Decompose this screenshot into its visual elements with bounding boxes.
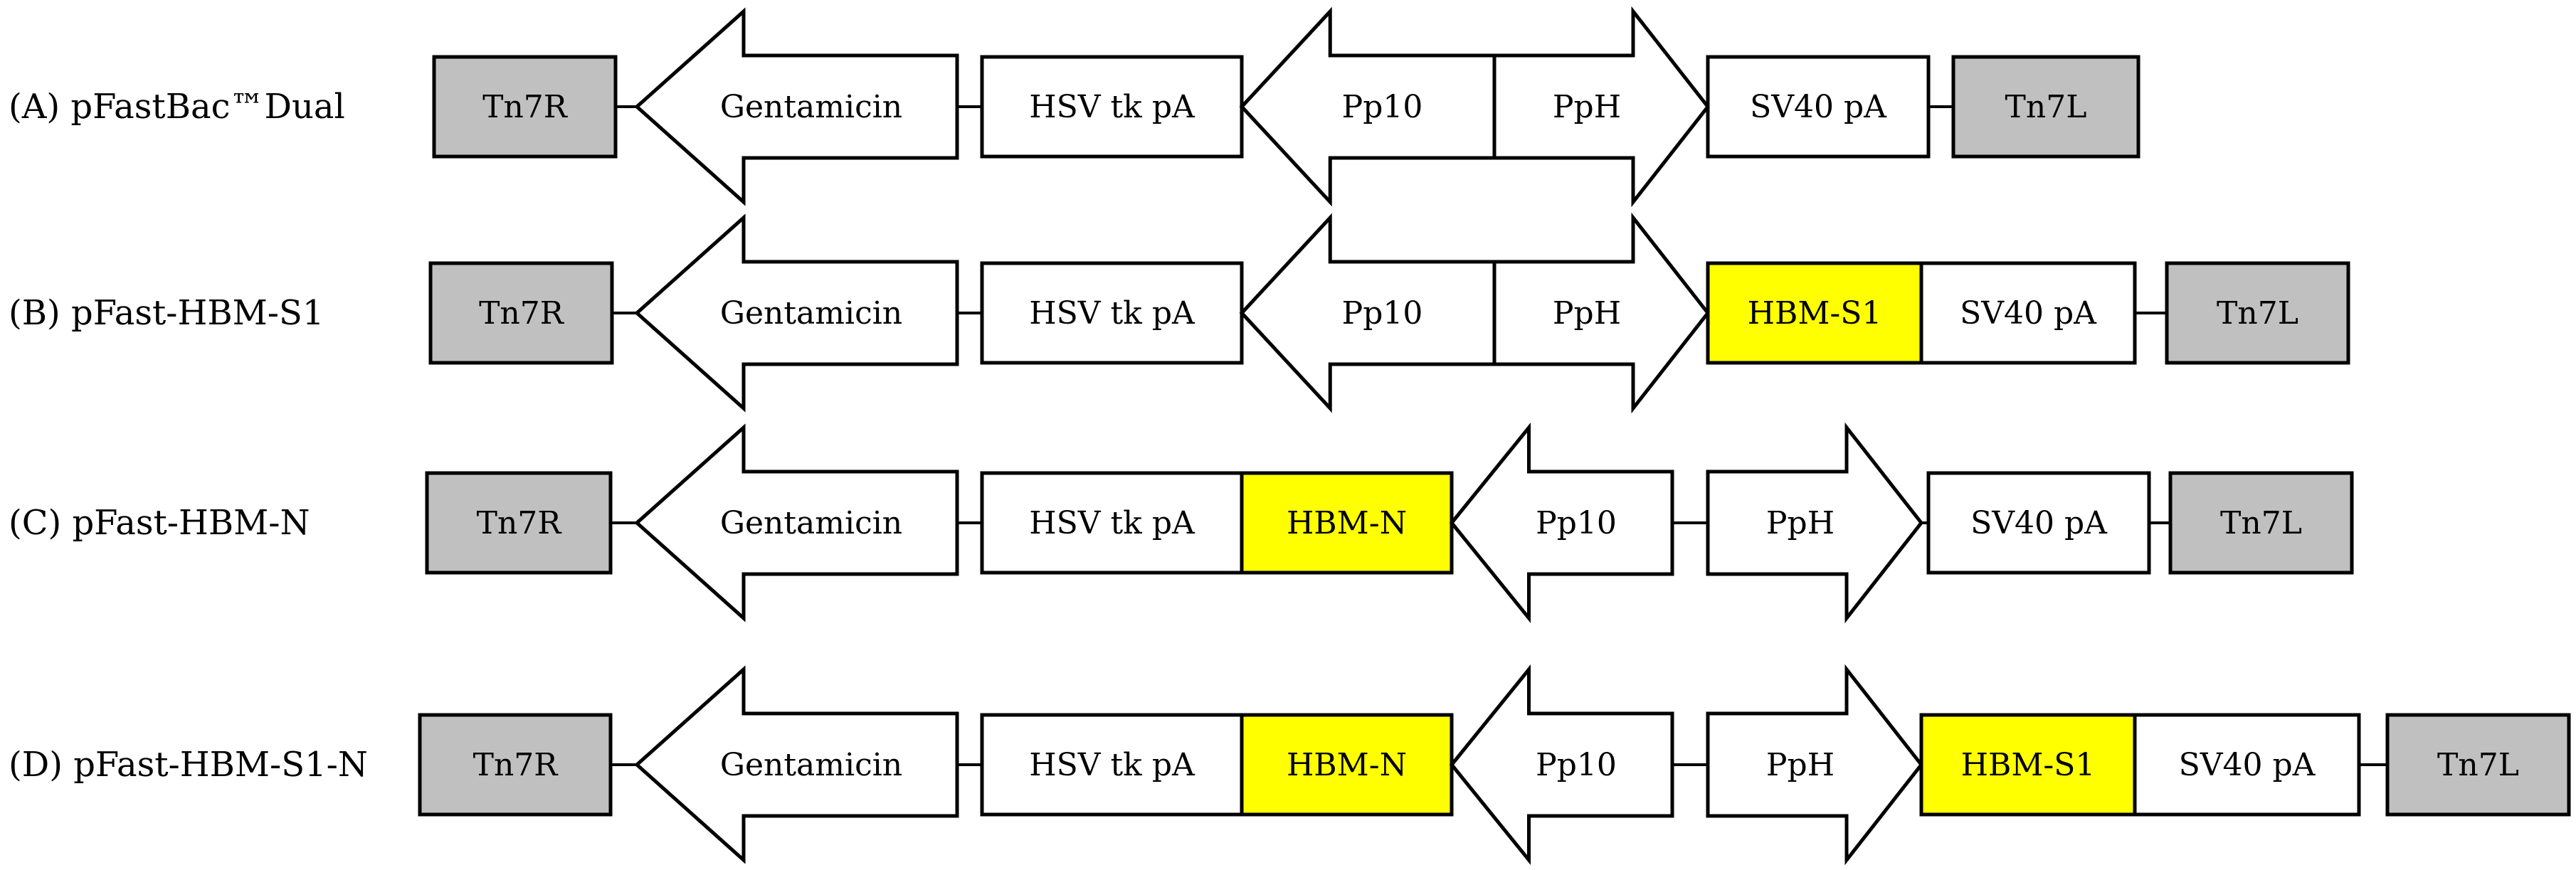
pp10-arrow bbox=[1449, 664, 1674, 866]
pph-label: PpH bbox=[1766, 505, 1835, 541]
gentamicin-arrow bbox=[634, 7, 959, 206]
sv40-pa-box bbox=[1919, 261, 2137, 365]
hbm-s1-box bbox=[1919, 713, 2137, 817]
hsv-tk-pa-label: HSV tk pA bbox=[1029, 747, 1195, 783]
gentamicin-arrow bbox=[634, 423, 959, 622]
pph-arrow bbox=[1706, 422, 1924, 624]
gentamicin-label: Gentamicin bbox=[720, 89, 902, 125]
construct-label: (A) pFastBac™Dual bbox=[9, 87, 345, 127]
tn7l-label: Tn7L bbox=[2005, 89, 2087, 125]
tn7l-box bbox=[2385, 713, 2571, 817]
pph-label: PpH bbox=[1766, 747, 1835, 783]
sv40-pa-box bbox=[1926, 471, 2151, 575]
pp10-label: Pp10 bbox=[1536, 747, 1617, 783]
pp10-label: Pp10 bbox=[1342, 89, 1423, 125]
hsv-tk-pa-box bbox=[980, 471, 1244, 575]
sv40-pa-label: SV40 pA bbox=[2179, 747, 2316, 783]
tn7r-box bbox=[425, 471, 613, 575]
hbm-n-label: HBM-N bbox=[1287, 747, 1407, 783]
hsv-tk-pa-label: HSV tk pA bbox=[1029, 505, 1195, 541]
construct-row-4: (D) pFast-HBM-S1-N Tn7R Gentamicin HSV tk p… bbox=[9, 664, 2571, 866]
gentamicin-label: Gentamicin bbox=[720, 747, 902, 783]
pp10-arrow bbox=[1449, 422, 1674, 624]
pph-arrow bbox=[1492, 6, 1711, 208]
construct-row-1: (A) pFastBac™Dual Tn7R Gentamicin HSV tk pA… bbox=[9, 6, 2140, 208]
tn7r-box bbox=[418, 713, 613, 817]
tn7r-label: Tn7R bbox=[479, 295, 565, 331]
gentamicin-label: Gentamicin bbox=[720, 295, 902, 331]
gentamicin-arrow bbox=[634, 213, 959, 413]
construct-row-2: (B) pFast-HBM-S1 Tn7R Gentamicin HSV tk pA P… bbox=[9, 212, 2350, 414]
tn7r-box bbox=[428, 261, 614, 365]
hbm-s1-box bbox=[1706, 261, 1923, 365]
construct-label: (D) pFast-HBM-S1-N bbox=[9, 745, 368, 785]
sv40-pa-label: SV40 pA bbox=[1970, 505, 2108, 541]
gentamicin-arrow bbox=[634, 665, 959, 864]
tn7l-box bbox=[2168, 471, 2354, 575]
tn7l-label: Tn7L bbox=[2217, 295, 2298, 331]
gentamicin-label: Gentamicin bbox=[720, 505, 902, 541]
hbm-n-box bbox=[1240, 713, 1454, 817]
tn7r-box bbox=[432, 55, 618, 159]
hbm-s1-label: HBM-S1 bbox=[1961, 747, 2096, 783]
pph-arrow bbox=[1492, 212, 1711, 414]
tn7l-box bbox=[2165, 261, 2350, 365]
construct-label: (B) pFast-HBM-S1 bbox=[9, 293, 324, 333]
hsv-tk-pa-box bbox=[980, 713, 1244, 817]
sv40-pa-label: SV40 pA bbox=[1960, 295, 2097, 331]
sv40-pa-box bbox=[1706, 55, 1931, 159]
sv40-pa-label: SV40 pA bbox=[1750, 89, 1887, 125]
hbm-n-box bbox=[1240, 471, 1454, 575]
hsv-tk-pa-label: HSV tk pA bbox=[1029, 295, 1195, 331]
tn7r-label: Tn7R bbox=[477, 505, 563, 541]
tn7l-label: Tn7L bbox=[2437, 747, 2519, 783]
hbm-s1-label: HBM-S1 bbox=[1748, 295, 1882, 331]
hsv-tk-pa-label: HSV tk pA bbox=[1029, 89, 1195, 125]
tn7l-label: Tn7L bbox=[2220, 505, 2302, 541]
hbm-n-label: HBM-N bbox=[1287, 505, 1407, 541]
pph-label: PpH bbox=[1553, 89, 1621, 125]
hsv-tk-pa-box bbox=[980, 261, 1244, 365]
pp10-label: Pp10 bbox=[1536, 505, 1617, 541]
tn7r-label: Tn7R bbox=[473, 747, 559, 783]
tn7l-box bbox=[1951, 55, 2140, 159]
pph-label: PpH bbox=[1553, 295, 1621, 331]
sv40-pa-box bbox=[2133, 713, 2361, 817]
pph-arrow bbox=[1706, 664, 1924, 866]
construct-label: (C) pFast-HBM-N bbox=[9, 503, 310, 543]
tn7r-label: Tn7R bbox=[482, 89, 569, 125]
pp10-label: Pp10 bbox=[1342, 295, 1423, 331]
construct-row-3: (C) pFast-HBM-N Tn7R Gentamicin HSV tk pA HB… bbox=[9, 422, 2354, 624]
